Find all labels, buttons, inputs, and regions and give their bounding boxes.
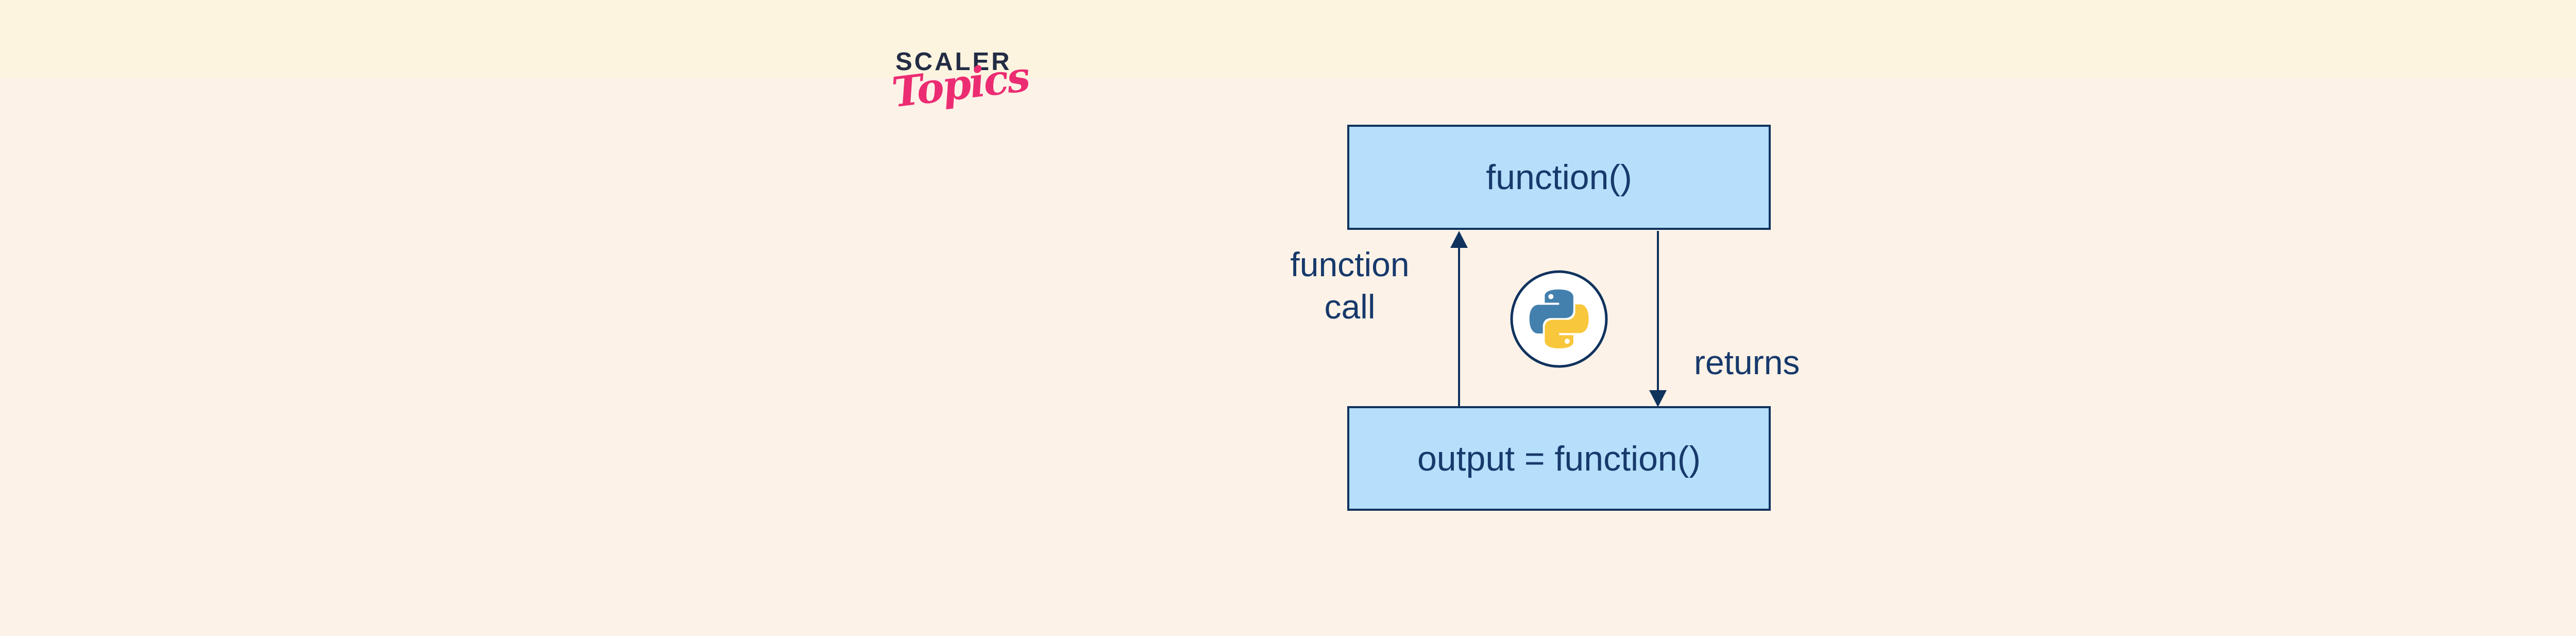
output-box-label: output = function() [1417, 439, 1701, 478]
function-call-label-line2: call [1324, 288, 1376, 326]
python-icon [1529, 289, 1589, 348]
function-call-label-line1: function [1290, 245, 1410, 283]
function-box-label: function() [1486, 158, 1632, 197]
output-box: output = function() [1347, 406, 1771, 511]
python-badge-circle [1510, 270, 1608, 368]
python-icon-eye-bottom [1564, 339, 1570, 344]
returns-arrow [1649, 231, 1667, 407]
function-call-label: function call [1247, 243, 1453, 328]
python-badge [1510, 270, 1608, 368]
brand-wordmark: SCALER [895, 48, 1012, 76]
function-box: function() [1347, 125, 1771, 230]
python-icon-eye-top [1548, 294, 1554, 299]
scaler-topics-logo: SCALER Topics [889, 48, 1031, 117]
returns-label: returns [1694, 343, 1800, 381]
function-call-arrow [1450, 231, 1468, 407]
